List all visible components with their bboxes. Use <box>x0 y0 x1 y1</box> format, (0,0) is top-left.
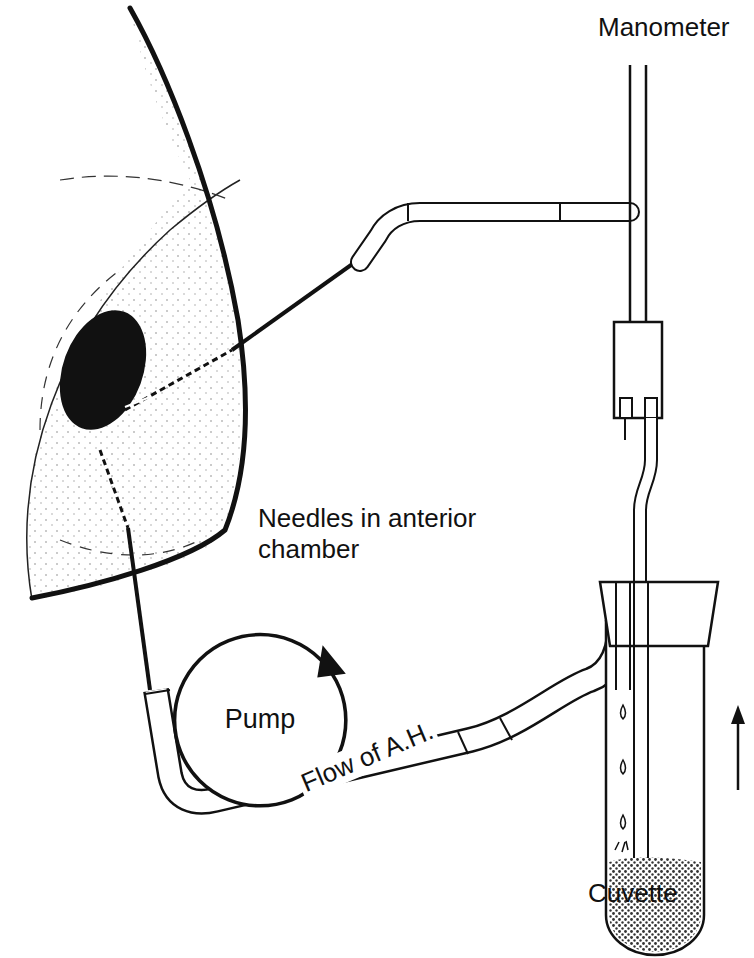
part-label: Cuvette <box>588 878 678 909</box>
part-label: Needles in anterior chamber <box>258 503 478 565</box>
part-label: Manometer <box>598 12 730 43</box>
node-label: Pump <box>225 704 296 735</box>
